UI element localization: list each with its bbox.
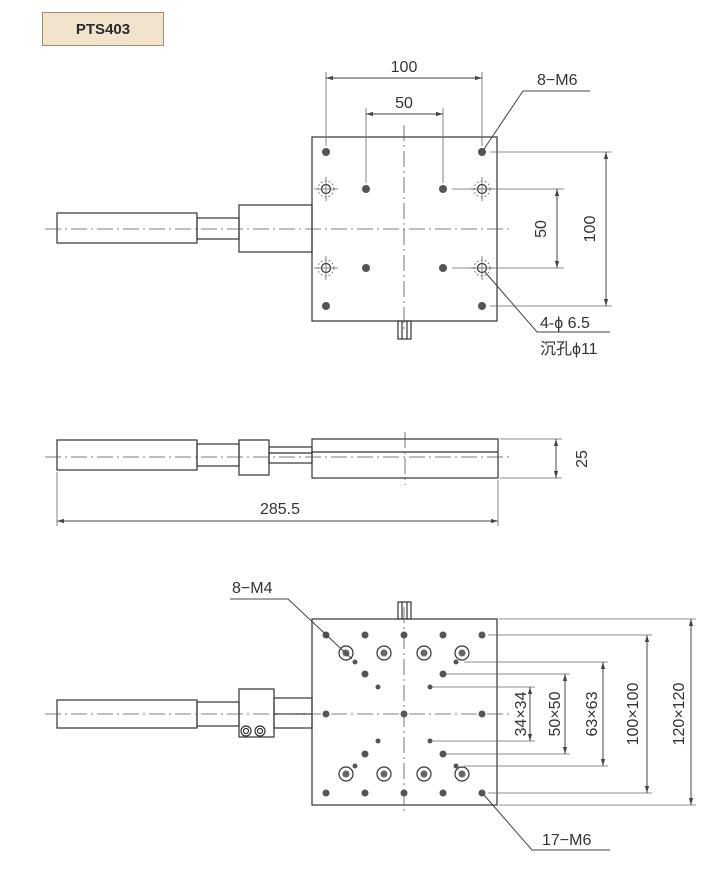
dim-63x63: 63×63 xyxy=(584,691,601,736)
label-counterbore-11: 沉孔ϕ11 xyxy=(540,340,598,358)
dim-inner-50: 50 xyxy=(395,95,413,112)
label-17-m6: 17−M6 xyxy=(542,832,591,849)
lock-tab xyxy=(397,320,412,340)
bottom-view: 8−M4 34×34 50×50 63×63 100×100 120×120 1… xyxy=(45,580,696,851)
dim-height-25: 25 xyxy=(574,450,591,468)
handle-body xyxy=(238,204,313,253)
dim-50x50: 50×50 xyxy=(547,691,564,736)
dim-length-285-5: 285.5 xyxy=(260,501,300,518)
dim-width-100: 100 xyxy=(391,59,418,76)
label-4-phi-6-5: 4-ϕ 6.5 xyxy=(540,315,590,332)
handle-neck xyxy=(196,217,240,240)
m6-holes xyxy=(322,148,486,310)
dim-34x34: 34×34 xyxy=(513,691,530,736)
dim-vert-50: 50 xyxy=(533,220,550,238)
label-8-m4: 8−M4 xyxy=(232,580,273,597)
dim-100x100: 100×100 xyxy=(625,683,642,746)
label-8-m6: 8−M6 xyxy=(537,72,578,89)
dim-vert-100: 100 xyxy=(582,216,599,243)
side-view: 25 285.5 xyxy=(45,432,591,526)
m4-holes xyxy=(352,659,459,769)
dim-120x120: 120×120 xyxy=(671,683,688,746)
handle-shaft xyxy=(56,212,198,244)
model-badge: PTS403 xyxy=(42,12,164,46)
top-view: 100 50 8−M6 50 100 4-ϕ 6.5 沉孔ϕ11 xyxy=(45,59,612,358)
